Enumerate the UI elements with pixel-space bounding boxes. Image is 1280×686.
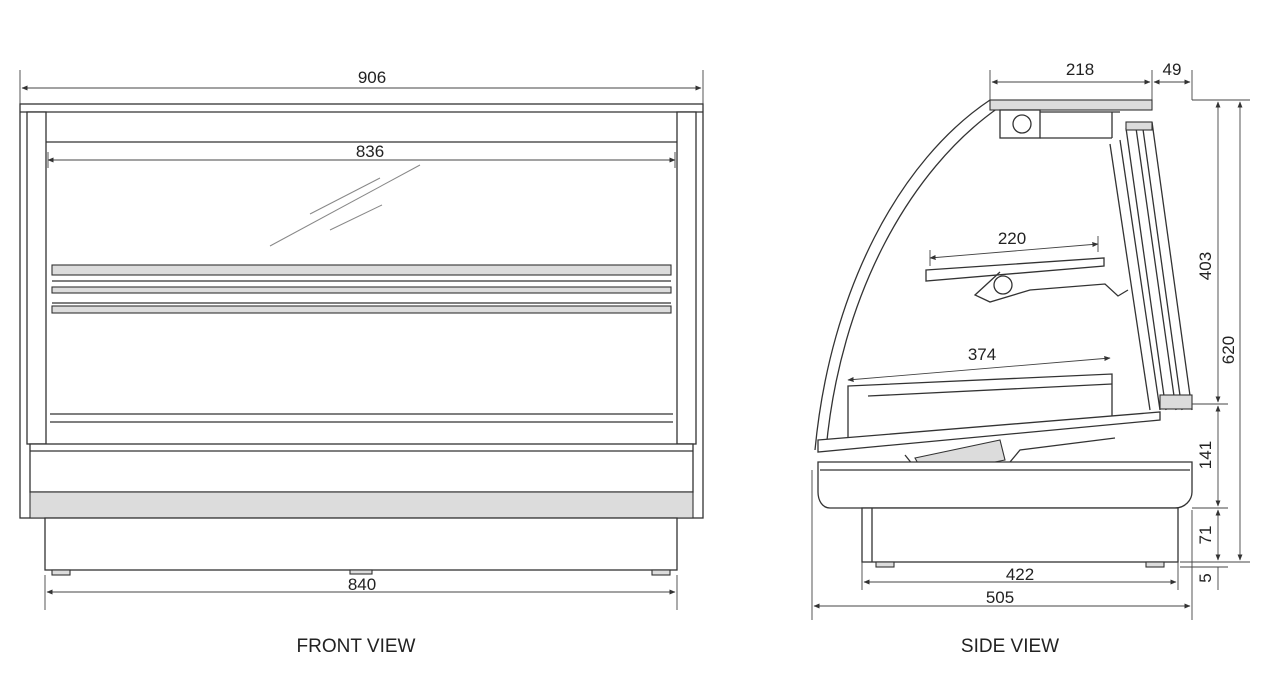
front-left-post: [26, 111, 47, 445]
side-base-depth-label: 422: [1006, 565, 1034, 584]
front-base-width-dimension: 840: [44, 575, 678, 610]
side-curved-glass: [814, 99, 999, 451]
front-counter: [29, 443, 694, 493]
side-top-canopy: [989, 99, 1153, 111]
side-vertical-dimensions: 403 620 141 71 5: [1180, 99, 1250, 590]
side-upper-shelf: 220: [925, 229, 1129, 303]
side-foot-height-label: 5: [1196, 573, 1215, 582]
front-overall-width-dimension: 906: [19, 68, 704, 104]
side-lower-shelf-label: 374: [968, 345, 996, 364]
side-base-height-label: 71: [1196, 526, 1215, 545]
side-overall-height-label: 620: [1219, 336, 1238, 364]
front-right-post: [676, 111, 697, 445]
side-base-box: [861, 507, 1179, 563]
side-top-light-icon: [1012, 114, 1032, 134]
side-glass-height-label: 403: [1196, 252, 1215, 280]
front-inner-width-label: 836: [356, 142, 384, 161]
side-upper-shelf-label: 220: [998, 229, 1026, 248]
side-top-depth-dimension: 218 49: [989, 60, 1193, 100]
side-view-caption: SIDE VIEW: [961, 636, 1059, 657]
front-shelf: [51, 264, 672, 314]
side-rear-doors: [1109, 121, 1193, 411]
side-view: 218 49 220: [811, 60, 1250, 657]
front-inner-width-dimension: 836: [47, 142, 676, 168]
side-counter: [817, 461, 1193, 509]
side-base-depth-dimension: 422: [861, 562, 1179, 590]
side-top-depth-label: 218: [1066, 60, 1094, 79]
side-deck: [817, 411, 1161, 453]
side-overall-depth-dimension: 505: [811, 470, 1193, 620]
side-shelf-light-icon: [993, 275, 1013, 295]
side-top-offset-label: 49: [1163, 60, 1182, 79]
front-glass-reflection: [269, 164, 421, 247]
front-view-caption: FRONT VIEW: [297, 636, 416, 657]
front-overall-width-label: 906: [358, 68, 386, 87]
front-base-width-label: 840: [348, 575, 376, 594]
front-view: 906 836: [19, 68, 704, 657]
side-counter-height-label: 141: [1196, 441, 1215, 469]
front-base-box: [44, 517, 678, 571]
side-overall-depth-label: 505: [986, 588, 1014, 607]
